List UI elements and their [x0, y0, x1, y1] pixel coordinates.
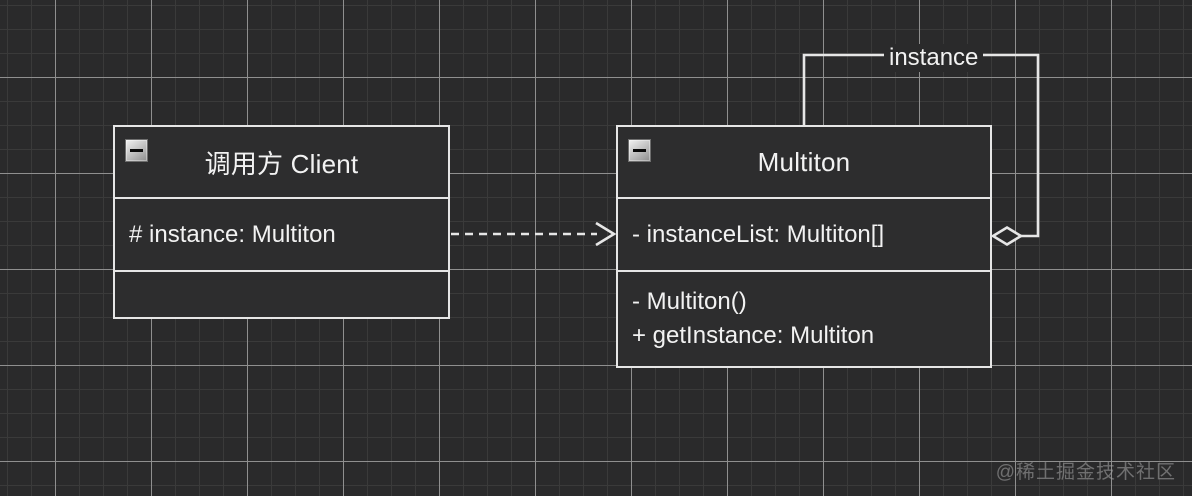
collapse-minus-icon[interactable]	[125, 139, 148, 162]
class-attributes-client: # instance: Multiton	[115, 199, 448, 272]
class-methods-client-empty	[115, 272, 448, 317]
class-title-client: 调用方 Client	[204, 148, 359, 179]
class-methods-multiton: - Multiton() + getInstance: Multiton	[618, 272, 990, 366]
minus-glyph	[130, 149, 143, 152]
minus-glyph	[633, 149, 646, 152]
class-box-multiton[interactable]: Multiton - instanceList: Multiton[] - Mu…	[616, 125, 992, 368]
class-title-multiton: Multiton	[757, 146, 851, 177]
method-get-instance: + getInstance: Multiton	[632, 322, 875, 349]
open-arrowhead-icon	[595, 221, 617, 247]
watermark-text: @稀土掘金技术社区	[995, 462, 1176, 483]
class-header-multiton: Multiton	[618, 127, 990, 199]
method-constructor: - Multiton()	[632, 288, 747, 315]
class-box-client[interactable]: 调用方 Client # instance: Multiton	[113, 125, 450, 319]
association-label-instance[interactable]: instance	[884, 44, 984, 72]
dependency-arrow[interactable]	[451, 221, 617, 247]
class-attributes-multiton: - instanceList: Multiton[]	[618, 199, 990, 272]
attribute-instance-list: - instanceList: Multiton[]	[632, 220, 885, 248]
attribute-instance: # instance: Multiton	[129, 220, 336, 248]
collapse-minus-icon[interactable]	[628, 139, 651, 162]
class-header-client: 调用方 Client	[115, 127, 448, 199]
aggregation-diamond-icon	[990, 225, 1024, 247]
